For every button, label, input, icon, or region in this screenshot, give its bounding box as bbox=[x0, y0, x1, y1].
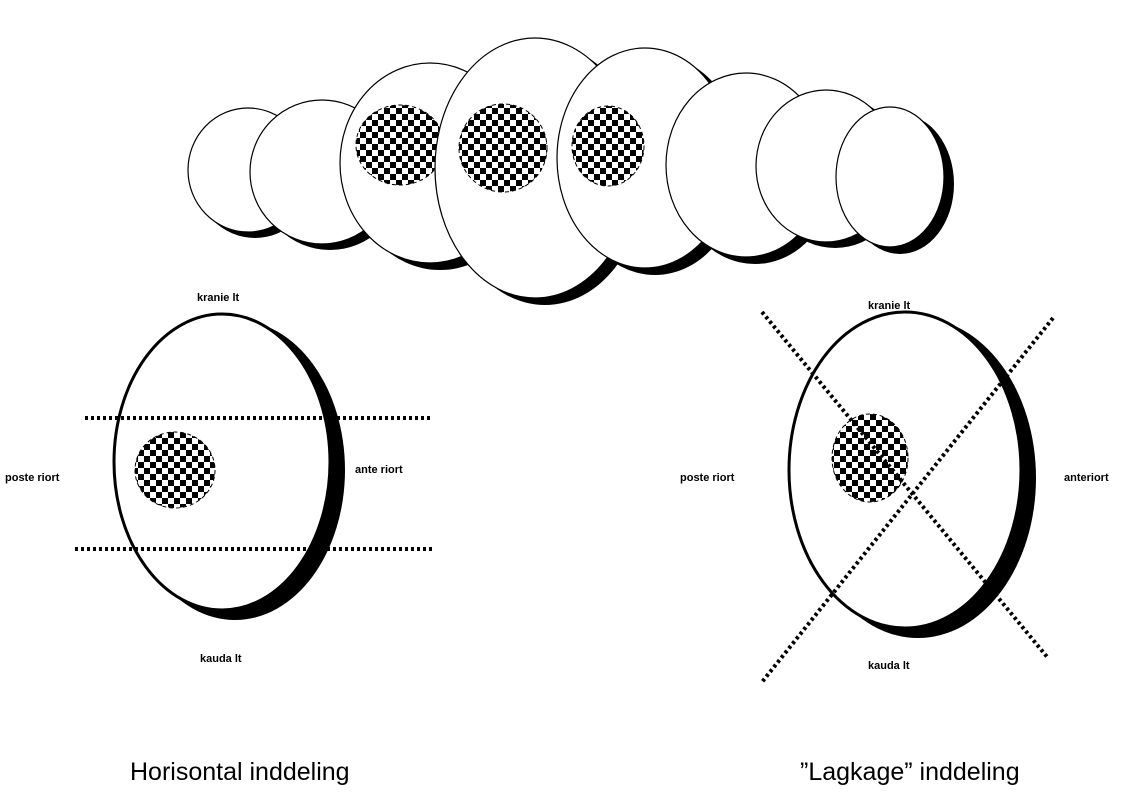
slice-stack bbox=[187, 37, 954, 305]
left-label-cranial: kranie lt bbox=[197, 292, 240, 304]
right-division-line-diagonal-1 bbox=[760, 310, 1050, 660]
right-brain-outline bbox=[787, 310, 1036, 638]
left-label-anterior: ante riort bbox=[355, 464, 403, 476]
left-label-posterior: poste riort bbox=[5, 472, 60, 484]
left-caption: Horisontal inddeling bbox=[130, 758, 350, 786]
right-caption: ”Lagkage” inddeling bbox=[800, 758, 1020, 786]
slice-8 bbox=[835, 106, 954, 254]
right-label-cranial: kranie lt bbox=[868, 300, 911, 312]
right-label-anterior: anteriort bbox=[1064, 472, 1109, 484]
right-label-posterior: poste riort bbox=[680, 472, 735, 484]
left-label-caudal: kauda lt bbox=[200, 653, 242, 665]
left-brain-outline bbox=[112, 312, 345, 620]
right-label-caudal: kauda lt bbox=[868, 660, 910, 672]
